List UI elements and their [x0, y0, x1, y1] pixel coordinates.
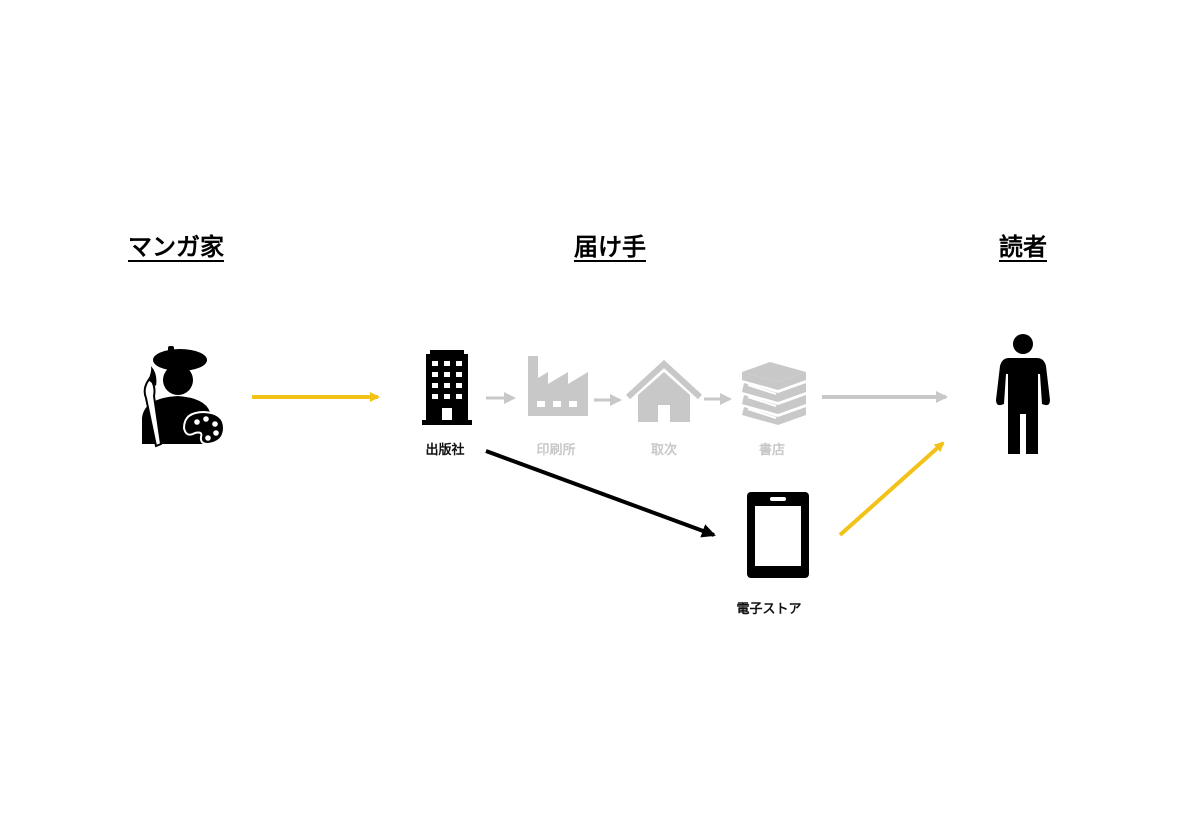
house-icon — [625, 359, 703, 422]
heading-reader: 読者 — [999, 233, 1047, 261]
bookstore-label: 書店 — [758, 443, 786, 458]
book-stack-icon — [742, 362, 806, 425]
printer-label: 印刷所 — [536, 443, 576, 458]
publisher-label: 出版社 — [425, 443, 465, 458]
heading-manga-artist: マンガ家 — [128, 233, 224, 261]
ebook-store-label: 電子ストア — [736, 602, 802, 617]
painter-icon — [142, 346, 226, 448]
arrow-publisher-to-ebook-store — [485, 449, 716, 538]
heading-deliverer: 届け手 — [574, 233, 646, 261]
office-building-icon — [422, 350, 472, 425]
factory-icon — [528, 356, 588, 416]
person-icon — [996, 334, 1050, 454]
tablet-icon — [747, 492, 809, 578]
arrow-ebook-store-to-reader — [838, 441, 945, 537]
distributor-label: 取次 — [650, 443, 678, 458]
